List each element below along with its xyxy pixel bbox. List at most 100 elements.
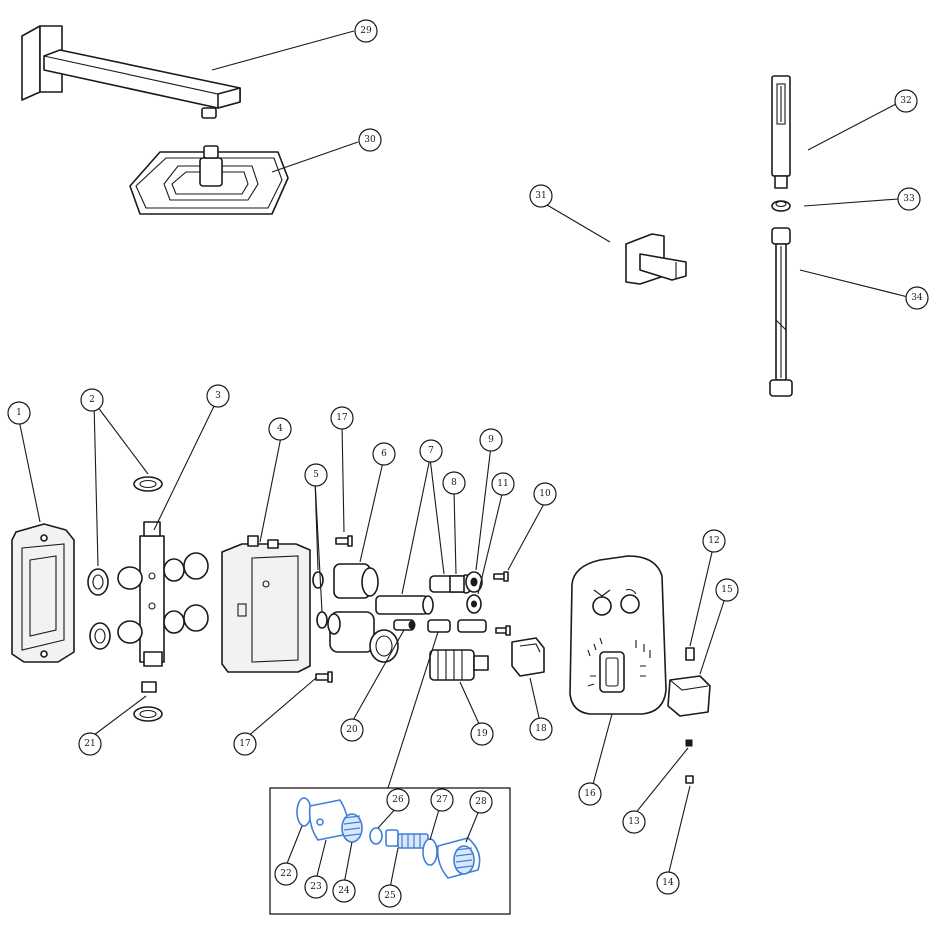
callout-label: 33 bbox=[903, 194, 915, 204]
part-14-small-square bbox=[685, 775, 694, 784]
callout-15: 15 bbox=[715, 578, 739, 602]
callout-20: 20 bbox=[340, 718, 364, 742]
part-8-cartridge bbox=[449, 575, 465, 593]
callout-2: 2 bbox=[80, 388, 104, 412]
part-12-pin bbox=[685, 647, 695, 661]
callout-8: 8 bbox=[442, 471, 466, 495]
callout-label: 7 bbox=[428, 446, 434, 456]
part-24-threaded-collar bbox=[341, 813, 363, 843]
callout-label: 6 bbox=[381, 449, 387, 459]
callout-label: 20 bbox=[346, 725, 358, 735]
callout-19: 19 bbox=[470, 722, 494, 746]
part-15-knob bbox=[667, 675, 711, 717]
part-10-small-screw bbox=[493, 571, 511, 636]
part-17-screw-bottom bbox=[315, 671, 333, 683]
callout-5: 5 bbox=[304, 463, 328, 487]
part-21-bottom-fitting bbox=[133, 681, 163, 722]
callout-33: 33 bbox=[897, 187, 921, 211]
part-34-shower-hose bbox=[769, 227, 793, 397]
callout-3: 3 bbox=[206, 384, 230, 408]
part-32-hand-shower bbox=[771, 75, 791, 189]
callout-4: 4 bbox=[268, 417, 292, 441]
callout-label: 34 bbox=[911, 293, 923, 303]
callout-10: 10 bbox=[533, 482, 557, 506]
callout-34: 34 bbox=[905, 286, 929, 310]
callout-label: 26 bbox=[392, 795, 404, 805]
part-1-mounting-frame bbox=[11, 523, 75, 663]
part-2-sealing-rings bbox=[87, 476, 163, 650]
part-30-rain-showerhead bbox=[129, 145, 289, 215]
callout-22: 22 bbox=[274, 862, 298, 886]
callout-label: 15 bbox=[721, 585, 733, 595]
part-3-valve-body bbox=[117, 521, 209, 667]
part-31-wall-outlet bbox=[625, 233, 687, 285]
callout-27: 27 bbox=[430, 788, 454, 812]
part-11-ring bbox=[466, 594, 482, 614]
part-13-small-cap bbox=[685, 739, 693, 747]
callout-label: 27 bbox=[436, 795, 448, 805]
callout-label: 32 bbox=[900, 96, 911, 106]
callout-label: 22 bbox=[280, 869, 291, 879]
callout-label: 25 bbox=[384, 891, 396, 901]
leader-lines bbox=[18, 30, 909, 889]
callout-label: 21 bbox=[84, 739, 95, 749]
callout-21: 21 bbox=[78, 732, 102, 756]
callout-label: 14 bbox=[662, 878, 674, 888]
callout-label: 29 bbox=[360, 26, 372, 36]
callout-label: 10 bbox=[539, 489, 551, 499]
part-18-knob-sleeve bbox=[511, 637, 545, 677]
callout-label: 12 bbox=[708, 536, 719, 546]
callout-label: 9 bbox=[488, 435, 494, 445]
part-20-spindle bbox=[393, 619, 487, 633]
callout-7: 7 bbox=[419, 439, 443, 463]
callout-9: 9 bbox=[479, 428, 503, 452]
callout-30: 30 bbox=[358, 128, 382, 152]
callout-24: 24 bbox=[332, 879, 356, 903]
callout-label: 8 bbox=[451, 478, 457, 488]
part-19-thermostatic-cartridge bbox=[429, 649, 489, 681]
callout-label: 19 bbox=[476, 729, 488, 739]
callout-17-top: 17 bbox=[330, 406, 354, 430]
part-17-screw-top bbox=[335, 535, 353, 547]
callout-label: 11 bbox=[497, 479, 508, 489]
callout-label: 13 bbox=[628, 817, 640, 827]
detail-inset-box bbox=[269, 787, 511, 915]
callout-32: 32 bbox=[894, 89, 918, 113]
callout-17-bottom: 17 bbox=[233, 732, 257, 756]
callout-label: 1 bbox=[16, 408, 22, 418]
callout-label: 2 bbox=[89, 395, 95, 405]
callout-label: 24 bbox=[338, 886, 350, 896]
callout-label: 31 bbox=[535, 191, 546, 201]
callout-label: 3 bbox=[215, 391, 221, 401]
callout-12: 12 bbox=[702, 529, 726, 553]
callout-14: 14 bbox=[656, 871, 680, 895]
callout-13: 13 bbox=[622, 810, 646, 834]
callout-label: 23 bbox=[310, 882, 322, 892]
callout-6: 6 bbox=[372, 442, 396, 466]
callout-label: 4 bbox=[277, 424, 283, 434]
callout-label: 28 bbox=[475, 797, 487, 807]
callout-29: 29 bbox=[354, 19, 378, 43]
callout-label: 5 bbox=[313, 470, 319, 480]
callout-16: 16 bbox=[578, 782, 602, 806]
callout-label: 16 bbox=[584, 789, 596, 799]
callout-1: 1 bbox=[7, 401, 31, 425]
part-9-seal bbox=[465, 571, 483, 593]
part-16-cover-plate bbox=[569, 555, 667, 715]
callout-28: 28 bbox=[469, 790, 493, 814]
part-26-small-ring bbox=[369, 827, 383, 845]
callout-label: 18 bbox=[535, 724, 547, 734]
callout-25: 25 bbox=[378, 884, 402, 908]
part-29-shower-arm bbox=[21, 25, 241, 119]
callout-23: 23 bbox=[304, 875, 328, 899]
callout-label: 17 bbox=[336, 413, 348, 423]
part-33-washer bbox=[771, 200, 791, 212]
part-27-ring bbox=[422, 838, 438, 866]
callout-18: 18 bbox=[529, 717, 553, 741]
callout-label: 30 bbox=[364, 135, 376, 145]
callout-26: 26 bbox=[386, 788, 410, 812]
part-28-cartridge-head bbox=[436, 837, 481, 879]
callout-label: 17 bbox=[239, 739, 251, 749]
